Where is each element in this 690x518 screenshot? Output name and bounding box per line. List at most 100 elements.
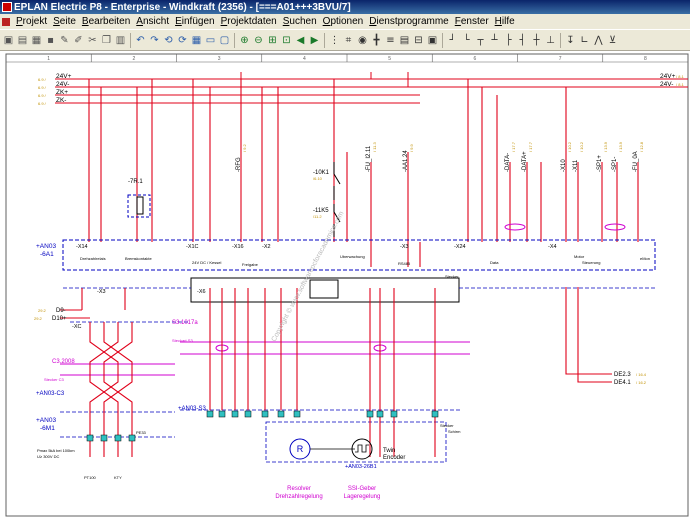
signal-label: -DATA+	[522, 151, 528, 172]
function-text: PE33	[136, 430, 147, 435]
open-project-icon[interactable]: ▤	[17, 34, 28, 46]
zoom-window-icon[interactable]: ⊞	[268, 34, 277, 46]
terminal-ref: -X14	[76, 244, 88, 250]
terminal-block	[376, 410, 384, 418]
signal-cross-ref: / 13.9	[603, 141, 608, 152]
redo-list-icon[interactable]: ⟳	[178, 34, 187, 46]
menu-bearbeiten[interactable]: Bearbeiten	[81, 16, 131, 27]
signal-cross-ref: / 13.9	[618, 141, 623, 152]
corner-right-icon[interactable]: └	[463, 34, 470, 46]
terminal-icon[interactable]: ⊟	[414, 34, 423, 46]
sub-d-connector	[309, 279, 339, 299]
menu-projekt[interactable]: Projekt	[16, 16, 48, 27]
potential-cross-ref-right: / 8.1	[676, 82, 685, 87]
snap-icon[interactable]: ⌗	[345, 34, 352, 46]
relay-k5-ref: /11.2	[313, 214, 322, 219]
device-box-6a1	[62, 239, 656, 271]
terminal-block	[261, 410, 269, 418]
angle-icon[interactable]: ∟	[580, 34, 589, 46]
function-text: 24V DC / Kessel	[192, 260, 221, 265]
macro-icon[interactable]: ▣	[427, 34, 438, 46]
zoom-prev-icon[interactable]: ◀	[296, 34, 305, 46]
project-manager-icon[interactable]: ▦	[31, 34, 42, 46]
menu-projektdaten[interactable]: Projektdaten	[220, 16, 277, 27]
menu-hilfe[interactable]: Hilfe	[494, 16, 515, 27]
zoom-out-icon[interactable]: ⊖	[254, 34, 263, 46]
grid-toggle-icon[interactable]: ⋮	[329, 34, 340, 46]
redo-icon[interactable]: ↷	[150, 34, 159, 46]
cable-icon[interactable]: ≡	[386, 34, 395, 46]
scissors-icon[interactable]: ✂	[88, 34, 97, 46]
connection-icon[interactable]: ╋	[373, 34, 380, 46]
wrench-icon[interactable]: ✎	[60, 34, 69, 46]
menu-optionen[interactable]: Optionen	[322, 16, 364, 27]
tee-up-icon[interactable]: ┴	[491, 34, 498, 46]
signal-label: -X11	[573, 159, 579, 172]
terminal-block	[244, 410, 252, 418]
interruption-icon[interactable]: ↧	[566, 34, 575, 46]
signal-label: -FU_0A	[633, 151, 639, 172]
tee-left-icon[interactable]: ┤	[519, 34, 526, 46]
frame-column-number: 3	[218, 56, 221, 62]
motor-specs: U≥ 300V DC	[37, 454, 60, 459]
menu-suchen[interactable]: Suchen	[282, 16, 317, 27]
function-text: Uberwachung	[340, 254, 365, 259]
paste-icon[interactable]: ▥	[115, 34, 126, 46]
terminal-ref: -X1C	[186, 244, 199, 250]
terminal-block	[114, 434, 122, 442]
menu-einfuegen[interactable]: Einfügen	[175, 16, 215, 27]
pen-icon[interactable]: ✐	[74, 34, 83, 46]
signal-label: -AA1.24	[403, 150, 409, 172]
window-title: EPLAN Electric P8 - Enterprise - Windkra…	[14, 1, 351, 13]
corner-left-icon[interactable]: ┘	[449, 34, 456, 46]
tee-down-icon[interactable]: ┬	[477, 34, 484, 46]
output-label: DE4.1	[614, 380, 631, 386]
copy-icon[interactable]: ❐	[102, 34, 111, 46]
document-menu-icon[interactable]	[2, 17, 10, 26]
zoom-all-icon[interactable]: ⊡	[282, 34, 291, 46]
potential-icon[interactable]: ⊻	[608, 34, 617, 46]
signal-label: -DATA-	[505, 153, 511, 172]
zoom-in-icon[interactable]: ⊕	[240, 34, 249, 46]
cable-lines	[60, 223, 626, 376]
plc-icon[interactable]: ▤	[399, 34, 410, 46]
resolver-caption: Resolver	[287, 486, 311, 492]
watermark-text: Copyright © www.softwarepcforacademics.c…	[270, 210, 346, 343]
zoom-next-icon[interactable]: ▶	[310, 34, 319, 46]
tee-right-icon[interactable]: ├	[505, 34, 512, 46]
jumper-icon[interactable]: ⊥	[546, 34, 555, 46]
save-icon[interactable]: ▪	[47, 34, 54, 46]
function-text: RS485	[398, 261, 411, 266]
signal-cross-ref: / 17.7	[528, 141, 533, 152]
terminal-ref: -X3	[400, 244, 409, 250]
menu-dienstprogramme[interactable]: Dienstprogramme	[369, 16, 449, 27]
title-bar: EPLAN Electric P8 - Enterprise - Windkra…	[0, 0, 690, 14]
cross-icon[interactable]: ┼	[533, 34, 540, 46]
new-project-icon[interactable]: ▣	[3, 34, 14, 46]
main-device-label: +AN03	[36, 243, 56, 250]
terminal-block	[390, 410, 398, 418]
menu-fenster[interactable]: Fenster	[454, 16, 489, 27]
potential-cross-ref: 6.9 /	[38, 101, 47, 106]
window-icon[interactable]: ▭	[205, 34, 216, 46]
terminal-ref: -X3	[97, 289, 106, 295]
toolbar-separator	[560, 32, 561, 48]
terminal-s3-label: +AN03-S3	[178, 406, 207, 412]
function-text: PT100	[84, 475, 97, 480]
undo-icon[interactable]: ↶	[136, 34, 145, 46]
potential-label: 24V-	[56, 81, 69, 88]
terminal-block	[231, 410, 239, 418]
branch-icon[interactable]: ⋀	[594, 34, 603, 46]
menu-seite[interactable]: Seite	[53, 16, 76, 27]
signal-cross-ref: / 10.2	[579, 141, 584, 152]
symbol-icon[interactable]: ◉	[358, 34, 367, 46]
menu-ansicht[interactable]: Ansicht	[136, 16, 170, 27]
grid-icon[interactable]: ▦	[191, 34, 202, 46]
signal-label: -SP1-	[612, 157, 618, 172]
encoder-device-label: +AN03-26B1	[345, 464, 377, 470]
resistor-box	[127, 194, 151, 218]
undo-list-icon[interactable]: ⟲	[164, 34, 173, 46]
monitor-icon[interactable]: ▢	[219, 34, 230, 46]
